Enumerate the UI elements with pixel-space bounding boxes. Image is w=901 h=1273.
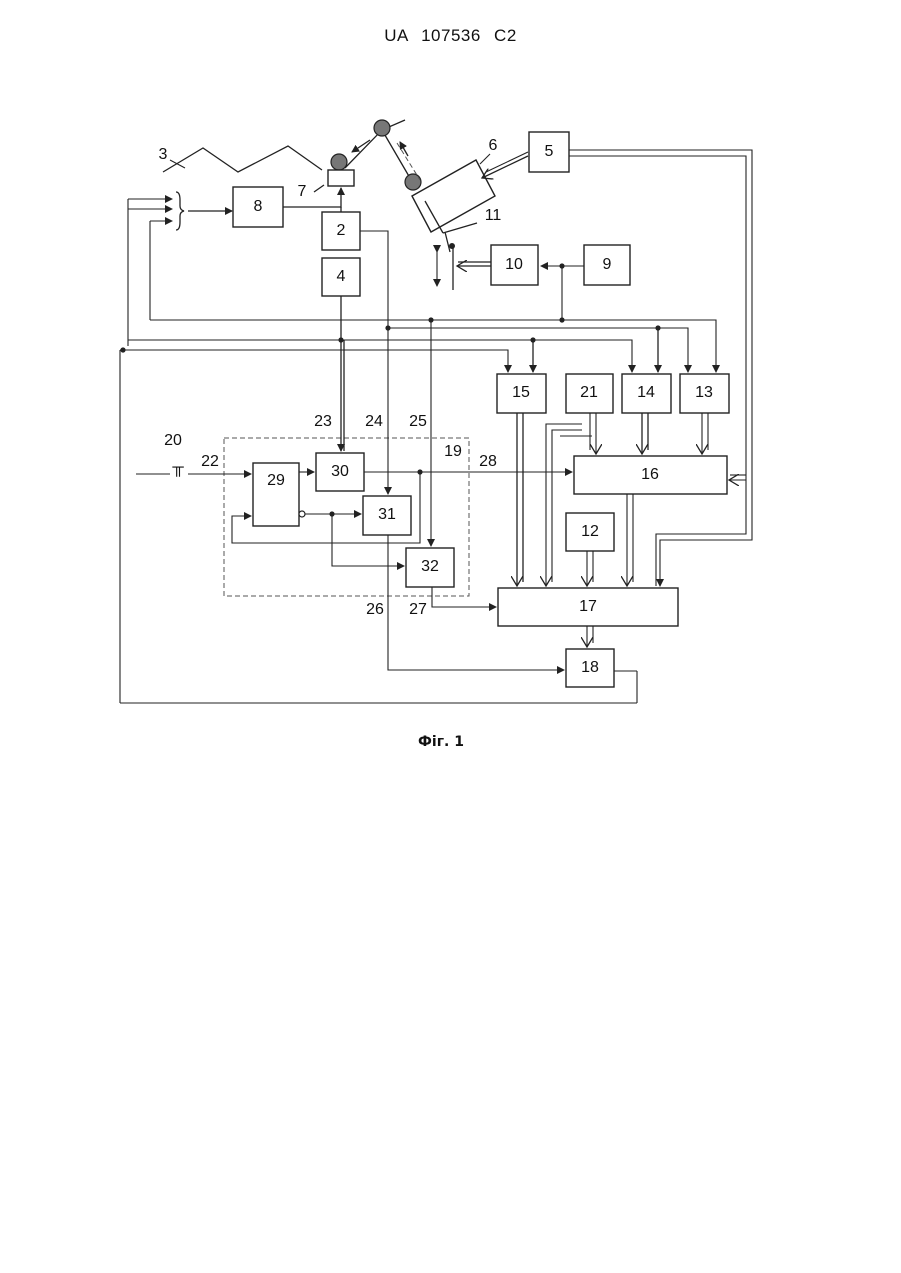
svg-text:12: 12 (581, 523, 599, 540)
ref-25: 25 (409, 413, 427, 430)
svg-text:5: 5 (545, 143, 554, 160)
svg-text:16: 16 (641, 466, 659, 483)
ref-22: 22 (201, 453, 219, 470)
svg-text:15: 15 (512, 384, 530, 401)
svg-text:8: 8 (254, 198, 263, 215)
block-8: 8 (233, 187, 283, 227)
block-9: 9 (584, 245, 630, 285)
ref-20: 20 (164, 432, 182, 449)
sensor-7 (314, 170, 354, 192)
block-31: 31 (363, 496, 411, 535)
ref-24: 24 (365, 413, 383, 430)
svg-text:21: 21 (580, 384, 598, 401)
ref-3: 3 (159, 146, 168, 163)
block-18: 18 (566, 649, 614, 687)
ref-28: 28 (479, 453, 497, 470)
svg-text:18: 18 (581, 659, 599, 676)
svg-text:4: 4 (337, 268, 346, 285)
yarn-path (163, 120, 421, 190)
block-10: 10 (491, 245, 538, 285)
block-30: 30 (316, 453, 364, 491)
ref-27: 27 (409, 601, 427, 618)
svg-text:17: 17 (579, 598, 597, 615)
camera-6 (412, 160, 495, 252)
block-13: 13 (680, 374, 729, 413)
ref-6: 6 (489, 137, 498, 154)
svg-text:29: 29 (267, 472, 285, 489)
ref-26: 26 (366, 601, 384, 618)
svg-text:╥: ╥ (171, 459, 184, 478)
block-4: 4 (322, 258, 360, 296)
block-16: 16 (574, 456, 727, 494)
svg-text:2: 2 (337, 222, 346, 239)
block-15: 15 (497, 374, 546, 413)
svg-text:13: 13 (695, 384, 713, 401)
block-32: 32 (406, 548, 454, 587)
block-17: 17 (498, 588, 678, 626)
roller-icon (405, 174, 421, 190)
svg-text:31: 31 (378, 506, 396, 523)
figure-caption: Фіг. 1 (418, 734, 464, 750)
block-12: 12 (566, 513, 614, 551)
roller-icon (374, 120, 390, 136)
block-2: 2 (322, 212, 360, 250)
svg-text:9: 9 (603, 256, 612, 273)
ref-19: 19 (444, 443, 462, 460)
block-5: 5 (529, 132, 569, 172)
block-21: 21 (566, 374, 613, 413)
block-29: 29 (253, 463, 299, 526)
svg-text:10: 10 (505, 256, 523, 273)
ref-23: 23 (314, 413, 332, 430)
svg-text:32: 32 (421, 558, 439, 575)
block-14: 14 (622, 374, 671, 413)
ref-7: 7 (298, 183, 307, 200)
ref-11: 11 (485, 207, 502, 224)
svg-text:14: 14 (637, 384, 655, 401)
roller-icon (331, 154, 347, 170)
needle-11 (437, 243, 455, 290)
svg-text:30: 30 (331, 463, 349, 480)
